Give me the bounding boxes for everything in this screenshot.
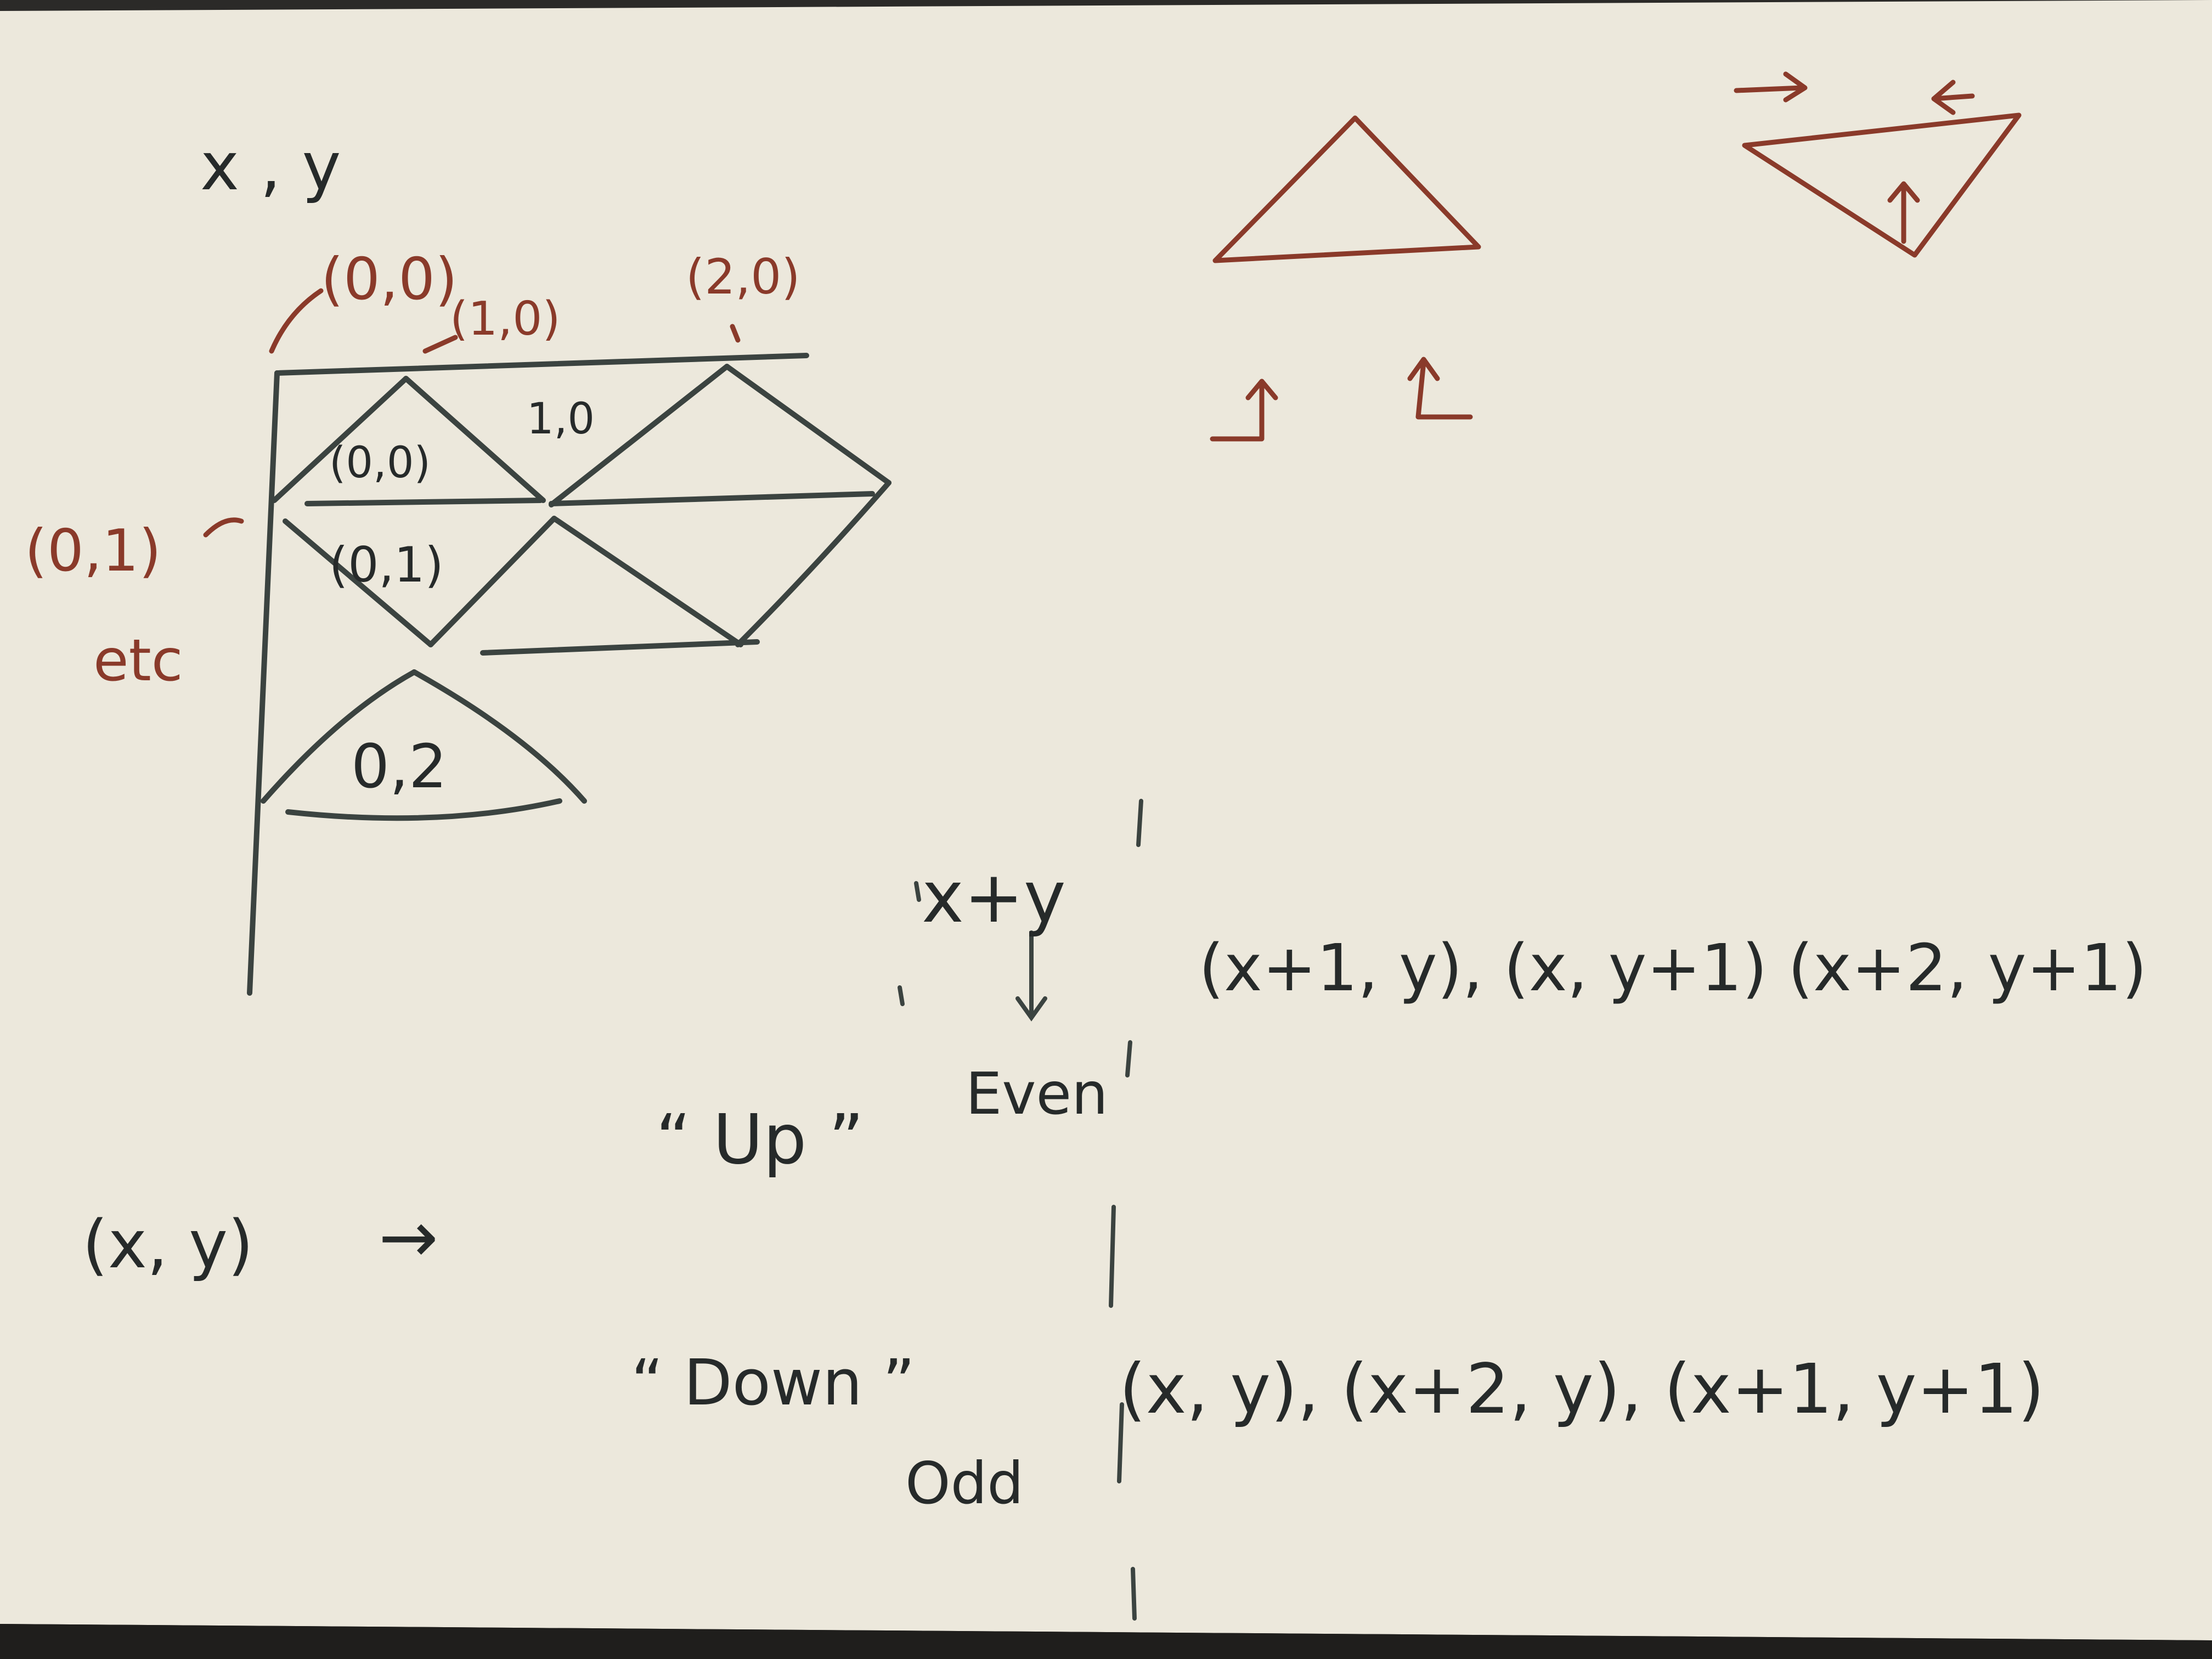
mapping-input: (x, y) <box>82 1207 253 1283</box>
down-triangle-drawing <box>1742 112 2022 258</box>
sum-label: x+y <box>922 855 1066 939</box>
even-label: Even <box>966 1060 1108 1127</box>
triangle-label-0-1: (0,1) <box>329 537 444 593</box>
label-1-0-pointer <box>422 335 458 354</box>
grid-edge <box>551 516 743 647</box>
grid-edge <box>549 364 730 507</box>
odd-neighbors-formula: (x, y), (x+2, y), (x+1, y+1) <box>1119 1350 2045 1429</box>
paper-shadow-band <box>0 1624 2212 1659</box>
column-separator <box>898 799 1143 1621</box>
right-arrow-icon <box>1734 71 1808 103</box>
hook-arrow-icon <box>1210 379 1278 442</box>
up-triangle-drawing <box>1212 115 1481 263</box>
grid-edge <box>480 639 760 656</box>
grid-edge <box>261 669 417 804</box>
mapping-arrow-icon: → <box>379 1195 438 1279</box>
axis-label: x , y <box>200 129 341 205</box>
grid-edge <box>283 518 433 647</box>
origin-pointer <box>269 288 324 354</box>
left-arrow-icon <box>1931 80 1975 115</box>
grid-edge <box>272 376 409 503</box>
label-2-0: (2,0) <box>686 249 800 305</box>
even-neighbors-formula: (x+1, y), (x, y+1) (x+2, y+1) <box>1199 930 2147 1006</box>
down-arrow-icon <box>1015 930 1047 1022</box>
grid-vertical-axis <box>247 370 280 996</box>
grid-edge <box>304 498 543 506</box>
triangle-label-0-2: 0,2 <box>351 731 447 802</box>
label-2-0-pointer <box>730 324 741 343</box>
grid-edge <box>549 491 875 506</box>
grid-edge <box>411 669 587 804</box>
grid-edge <box>735 480 891 647</box>
red-ink-marks <box>203 71 2022 538</box>
label-0-1-pointer <box>203 517 244 538</box>
etc-label: etc <box>93 627 183 694</box>
grid-edge <box>403 376 546 503</box>
hook-arrow-icon <box>1407 357 1473 420</box>
origin-label: (0,0) <box>321 246 458 313</box>
down-triangle-up-arrow <box>1887 181 1920 244</box>
label-0-1: (0,1) <box>25 517 161 584</box>
grid-edge <box>724 364 891 486</box>
grid-edge <box>285 798 562 821</box>
grid-top-line <box>274 353 809 376</box>
triangle-label-1-0: 1,0 <box>527 394 595 444</box>
triangle-grid-sketch <box>247 353 891 996</box>
label-1-0: (1,0) <box>450 292 561 346</box>
odd-label: Odd <box>905 1450 1024 1517</box>
grid-edge <box>428 516 557 647</box>
triangle-label-0-0: (0,0) <box>329 438 431 488</box>
down-label: “ Down ” <box>631 1346 915 1420</box>
up-label: “ Up ” <box>656 1100 864 1180</box>
